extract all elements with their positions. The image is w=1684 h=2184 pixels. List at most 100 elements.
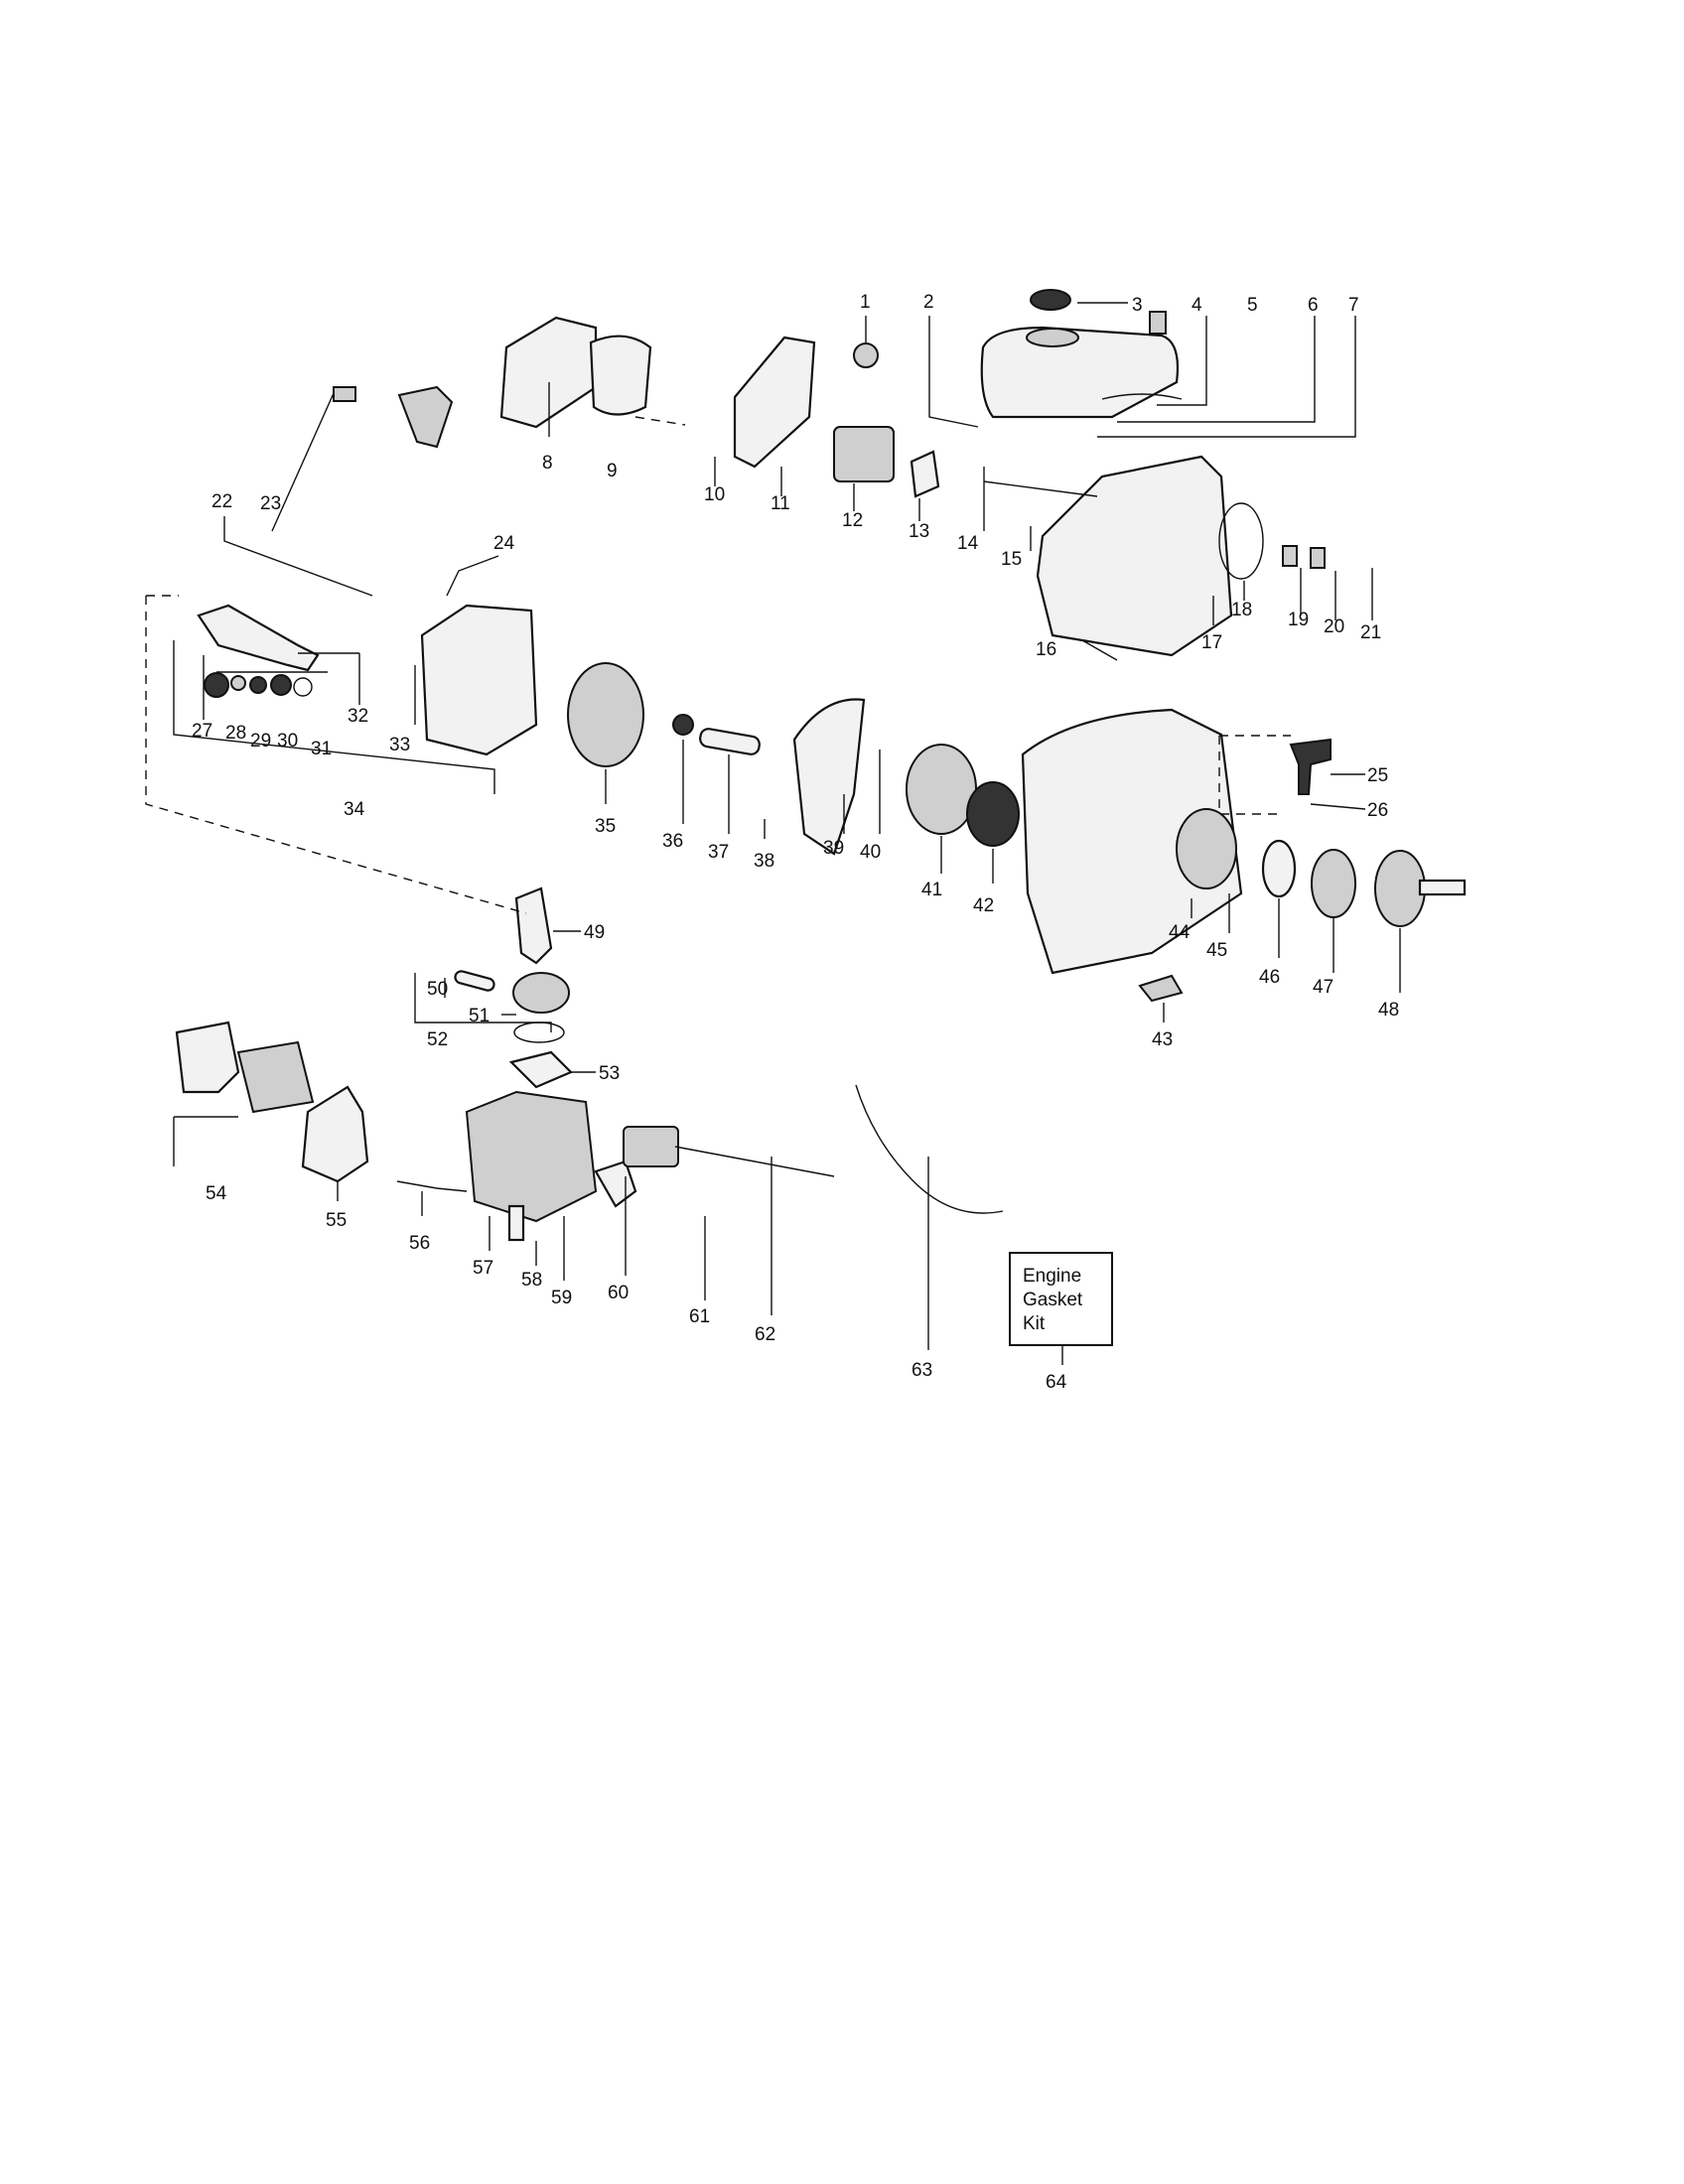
part-label-14: 14 — [957, 533, 979, 554]
part-label-47: 47 — [1313, 977, 1333, 998]
leader-54 — [173, 1116, 238, 1166]
part-11-drawing — [733, 336, 816, 469]
tank-neck-drawing — [1026, 328, 1079, 347]
leader-16 — [1081, 639, 1118, 661]
part-label-27: 27 — [192, 721, 212, 742]
part-25-drawing — [1289, 738, 1332, 795]
group-25-dashed — [1218, 736, 1281, 815]
part-label-16: 16 — [1036, 639, 1056, 660]
part-label-12: 12 — [842, 510, 863, 531]
part-5-drawing — [1101, 393, 1183, 400]
part-55-drawing — [301, 1085, 369, 1183]
part-label-3: 3 — [1132, 295, 1143, 316]
part-label-13: 13 — [909, 521, 929, 542]
part-24-drawing — [397, 385, 454, 449]
gasket-kit-line-1: Engine — [1023, 1266, 1081, 1287]
part-label-41: 41 — [921, 880, 942, 900]
part-label-36: 36 — [662, 831, 683, 852]
part-label-46: 46 — [1259, 967, 1280, 988]
part-label-35: 35 — [595, 816, 616, 837]
part-41-drawing — [906, 744, 977, 835]
part-label-9: 9 — [607, 461, 618, 481]
part-57-drawing — [465, 1090, 598, 1223]
part-label-6: 6 — [1308, 295, 1319, 316]
part-label-19: 19 — [1288, 610, 1309, 630]
part-label-1: 1 — [860, 292, 871, 313]
part-13-drawing — [910, 450, 940, 498]
leader-2 — [928, 316, 979, 428]
part-label-30: 30 — [277, 731, 298, 751]
leader-22 — [223, 516, 373, 597]
part-1-drawing — [853, 342, 879, 368]
leader-5 — [1157, 316, 1207, 406]
part-29-drawing — [249, 676, 267, 694]
part-48-shaft-drawing — [1418, 879, 1467, 896]
starter-housing-drawing — [1021, 708, 1243, 975]
part-label-45: 45 — [1206, 940, 1227, 961]
part-58-drawing — [507, 1204, 525, 1242]
leader-23 — [271, 392, 335, 532]
part-54-body-drawing — [236, 1040, 315, 1114]
part-label-20: 20 — [1324, 616, 1344, 637]
part-39-drawing — [792, 698, 866, 856]
part-label-64: 64 — [1046, 1372, 1067, 1393]
part-label-54: 54 — [206, 1183, 227, 1204]
part-label-15: 15 — [1001, 549, 1022, 570]
leader-7 — [1097, 316, 1356, 438]
leader-6 — [1117, 316, 1316, 423]
part-27-drawing — [204, 672, 229, 698]
gasket-kit-line-3: Kit — [1023, 1313, 1046, 1334]
gasket-kit-line-2: Gasket — [1023, 1290, 1083, 1310]
part-48-drawing — [1374, 850, 1426, 927]
part-54-drawing — [175, 1021, 240, 1094]
leader-34-bracket — [173, 640, 495, 794]
part-62-drawing — [674, 1146, 835, 1177]
part-label-18: 18 — [1231, 600, 1252, 620]
part-label-38: 38 — [754, 851, 774, 872]
part-label-56: 56 — [409, 1233, 430, 1254]
part-label-53: 53 — [599, 1063, 620, 1084]
part-label-11: 11 — [771, 493, 790, 514]
part-56-drawing — [396, 1180, 468, 1192]
part-4-drawing — [1149, 311, 1167, 335]
part-label-48: 48 — [1378, 1000, 1399, 1021]
part-label-32: 32 — [348, 706, 368, 727]
leader-32 — [298, 652, 360, 705]
part-53-drawing — [508, 1050, 573, 1089]
part-label-2: 2 — [923, 292, 934, 313]
part-label-23: 23 — [260, 493, 281, 514]
part-19-drawing — [1282, 545, 1298, 567]
part-46-drawing — [1261, 839, 1297, 898]
part-label-8: 8 — [542, 453, 553, 474]
part-label-61: 61 — [689, 1306, 710, 1327]
part-label-28: 28 — [225, 723, 246, 744]
part-label-37: 37 — [708, 842, 729, 863]
fuel-tank-drawing — [980, 326, 1180, 419]
dash-9-10 — [634, 416, 686, 426]
part-label-44: 44 — [1169, 922, 1191, 943]
part-labels: 1 2 3 4 5 6 7 8 9 10 11 12 13 14 15 16 1… — [192, 292, 1399, 1393]
part-drawings — [175, 289, 1467, 1242]
part-63-drawing — [855, 1084, 1004, 1214]
part-31-drawing — [293, 677, 313, 697]
part-label-49: 49 — [584, 922, 605, 943]
engine-gasket-kit-box: Engine Gasket Kit — [1009, 1252, 1113, 1346]
part-label-63: 63 — [912, 1360, 932, 1381]
part-label-55: 55 — [326, 1210, 347, 1231]
part-36-drawing — [672, 714, 694, 736]
leader-24 — [446, 555, 499, 597]
part-42-drawing — [966, 781, 1020, 847]
group-34-dashed — [145, 596, 527, 914]
part-label-42: 42 — [973, 895, 994, 916]
part-17-drawing — [1036, 455, 1233, 657]
part-18-drawing — [1218, 502, 1264, 580]
part-label-4: 4 — [1192, 295, 1202, 316]
part-20-drawing — [1310, 547, 1326, 569]
part-50-drawing — [454, 970, 495, 992]
grouping-lines — [145, 416, 1291, 914]
part-51-drawing — [512, 972, 570, 1014]
part-49-drawing — [514, 887, 553, 965]
part-label-51: 51 — [469, 1006, 490, 1026]
part-label-5: 5 — [1247, 295, 1258, 316]
